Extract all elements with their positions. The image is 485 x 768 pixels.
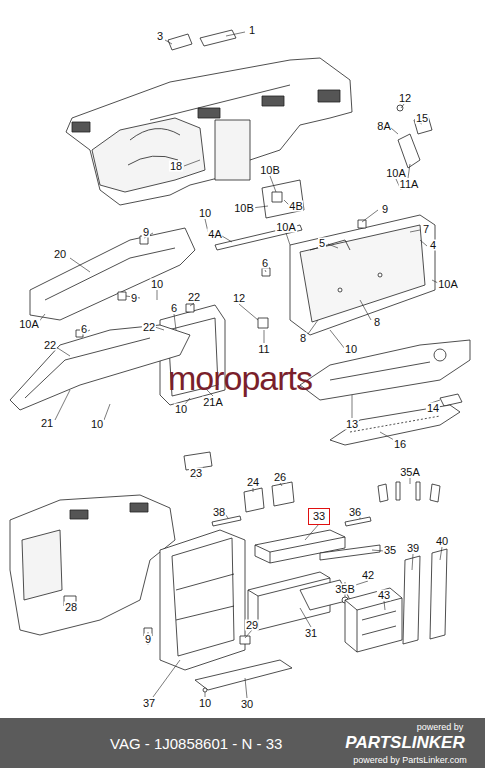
logo-text: PARTSLINKER [344, 734, 465, 751]
callout-number: 6 [261, 258, 269, 269]
callout-number: 22 [43, 340, 57, 351]
callout-number: 10 [174, 404, 188, 415]
callout-number: 21 [40, 418, 54, 429]
callout-number: 35 [383, 545, 397, 556]
logo-text: powered by PartsLinker.com [352, 756, 468, 765]
callout-number: 43 [377, 590, 391, 601]
callout-number: 14 [426, 403, 440, 414]
callout-number: 11A [399, 179, 420, 190]
callout-number: 8A [376, 121, 391, 132]
logo-text: powered by [416, 723, 465, 732]
node-text: 33 [313, 511, 325, 522]
highlight-callout-box: 33 [308, 508, 330, 525]
callout-number: 10 [150, 279, 164, 290]
callout-number: 4A [207, 229, 222, 240]
callout-number: 3 [156, 31, 164, 42]
callout-number: 37 [142, 698, 156, 709]
callout-number: 23 [189, 468, 203, 479]
callout-number: 7 [422, 224, 430, 235]
callout-number: 22 [187, 292, 201, 303]
callout-number: 8 [299, 333, 307, 344]
callout-number: 16 [393, 439, 407, 450]
callout-number: 22 [142, 322, 156, 333]
callout-number: 4B [288, 201, 303, 212]
callout-number: 10A [275, 222, 297, 233]
callout-number: 36 [348, 507, 362, 518]
callout-number: 30 [240, 699, 254, 710]
callout-number: 39 [406, 543, 420, 554]
callout-number: 8 [373, 317, 381, 328]
callout-number: 10 [90, 419, 104, 430]
callout-number: 40 [435, 536, 449, 547]
callout-number: 5 [318, 238, 326, 249]
callout-number: 12 [398, 93, 412, 104]
watermark: moroparts [167, 361, 313, 395]
callout-number: 21A [202, 397, 224, 408]
callout-number: 9 [381, 204, 389, 215]
callout-number: 10A [437, 279, 459, 290]
callout-number: 9 [144, 634, 152, 645]
callout-number: 18 [169, 161, 183, 172]
callout-number: 35A [399, 467, 421, 478]
callout-number: 31 [304, 628, 318, 639]
callout-number: 10A [18, 319, 40, 330]
callout-number: 9 [130, 293, 138, 304]
callout-number: 12 [232, 293, 246, 304]
callout-number: 10B [233, 203, 255, 214]
callout-number: 11 [257, 344, 270, 355]
callout-number: 10 [344, 344, 358, 355]
callout-number: 15 [415, 113, 429, 124]
callout-number: 26 [273, 472, 287, 483]
callout-number: 1 [248, 25, 256, 36]
callout-number: 29 [245, 620, 259, 631]
callout-number: 6 [80, 324, 88, 335]
callout-number: 4 [429, 240, 437, 251]
callout-number: 13 [345, 419, 359, 430]
callout-number: 24 [246, 477, 260, 488]
callout-number: 10B [259, 165, 281, 176]
callout-number: 10A [385, 168, 407, 179]
callout-number: 35B [334, 584, 356, 595]
callout-number: 9 [142, 227, 150, 238]
node-text: VAG - 1J0858601 - N - 33 [110, 735, 282, 752]
callout-number: 10 [198, 208, 212, 219]
callout-number: 38 [212, 507, 226, 518]
callout-number: 20 [53, 249, 67, 260]
callout-number: 42 [361, 570, 375, 581]
callout-number: 10 [198, 698, 212, 709]
callout-number: 6 [170, 303, 178, 314]
callout-number: 28 [64, 602, 78, 613]
